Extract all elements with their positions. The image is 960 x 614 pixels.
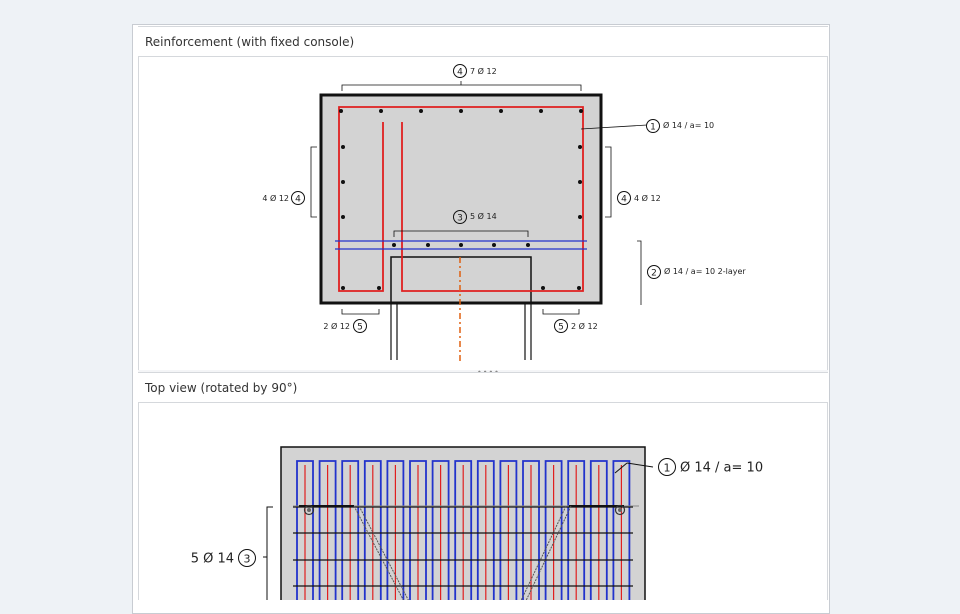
top-view-bars-label: 5 Ø 14 bbox=[191, 552, 234, 567]
bottom-left-label: 2 Ø 12 bbox=[323, 321, 350, 331]
top-bars-label: 7 Ø 12 bbox=[470, 66, 497, 76]
stirrup-loop bbox=[318, 460, 337, 600]
top-view-pane-title: Top view (rotated by 90°) bbox=[145, 381, 298, 395]
stirrup-loop bbox=[341, 460, 360, 600]
stirrup-loop bbox=[567, 460, 586, 600]
bottom-right-mark: 5 bbox=[558, 323, 564, 333]
stirrup-loop bbox=[431, 460, 450, 600]
stirrup-loop bbox=[522, 460, 540, 600]
stirrup-label: Ø 14 / a= 10 bbox=[663, 120, 714, 130]
stirrup-loop bbox=[476, 460, 495, 600]
mid-bars-label: 5 Ø 14 bbox=[470, 211, 497, 221]
section-drawing: 4 7 Ø 12 1 Ø 14 / a= 10 4 Ø 12 4 4 4 Ø 1… bbox=[262, 64, 746, 362]
layer-bars-label: Ø 14 / a= 10 2-layer bbox=[664, 266, 746, 276]
top-view-bars-mark: 3 bbox=[244, 553, 251, 566]
stirrup-loops bbox=[296, 460, 631, 600]
stirrup-rebar bbox=[338, 106, 584, 292]
top-bars-mark: 4 bbox=[457, 68, 463, 78]
right-bars-mark: 4 bbox=[621, 195, 627, 205]
rebar-dots bbox=[339, 109, 583, 290]
stirrup-loop bbox=[589, 460, 608, 600]
left-bars-label: 4 Ø 12 bbox=[262, 193, 289, 203]
stirrup-loop bbox=[454, 460, 473, 600]
layer-bars-mark: 2 bbox=[651, 269, 657, 279]
top-view-drawing: 1 Ø 14 / a= 10 5 Ø 14 3 bbox=[191, 446, 763, 600]
top-view-stirrup-mark: 1 bbox=[664, 462, 671, 475]
stirrup-loop bbox=[386, 460, 405, 600]
top-view-pane-header: Top view (rotated by 90°) bbox=[138, 372, 828, 403]
bottom-right-label: 2 Ø 12 bbox=[571, 321, 598, 331]
stirrup-loop bbox=[544, 460, 563, 600]
section-drawing-area: 4 7 Ø 12 1 Ø 14 / a= 10 4 Ø 12 4 4 4 Ø 1… bbox=[138, 57, 828, 370]
section-pane-header: Reinforcement (with fixed console) bbox=[138, 26, 828, 57]
stirrup-loop bbox=[363, 460, 382, 600]
bottom-left-mark: 5 bbox=[357, 323, 363, 333]
right-bars-label: 4 Ø 12 bbox=[634, 193, 661, 203]
stirrup-loop bbox=[499, 460, 518, 600]
section-pane-title: Reinforcement (with fixed console) bbox=[145, 35, 355, 49]
stirrup-loop bbox=[409, 460, 427, 600]
stirrup-loop bbox=[612, 460, 631, 600]
left-bars-mark: 4 bbox=[295, 195, 301, 205]
red-rebars bbox=[304, 465, 622, 600]
mid-bars-mark: 3 bbox=[457, 214, 463, 224]
top-view-drawing-area: 1 Ø 14 / a= 10 5 Ø 14 3 bbox=[138, 403, 828, 600]
top-view-stirrup-label: Ø 14 / a= 10 bbox=[680, 461, 763, 476]
concrete-section bbox=[319, 93, 603, 305]
stirrup-mark: 1 bbox=[650, 123, 656, 133]
stirrup-loop bbox=[296, 460, 314, 600]
